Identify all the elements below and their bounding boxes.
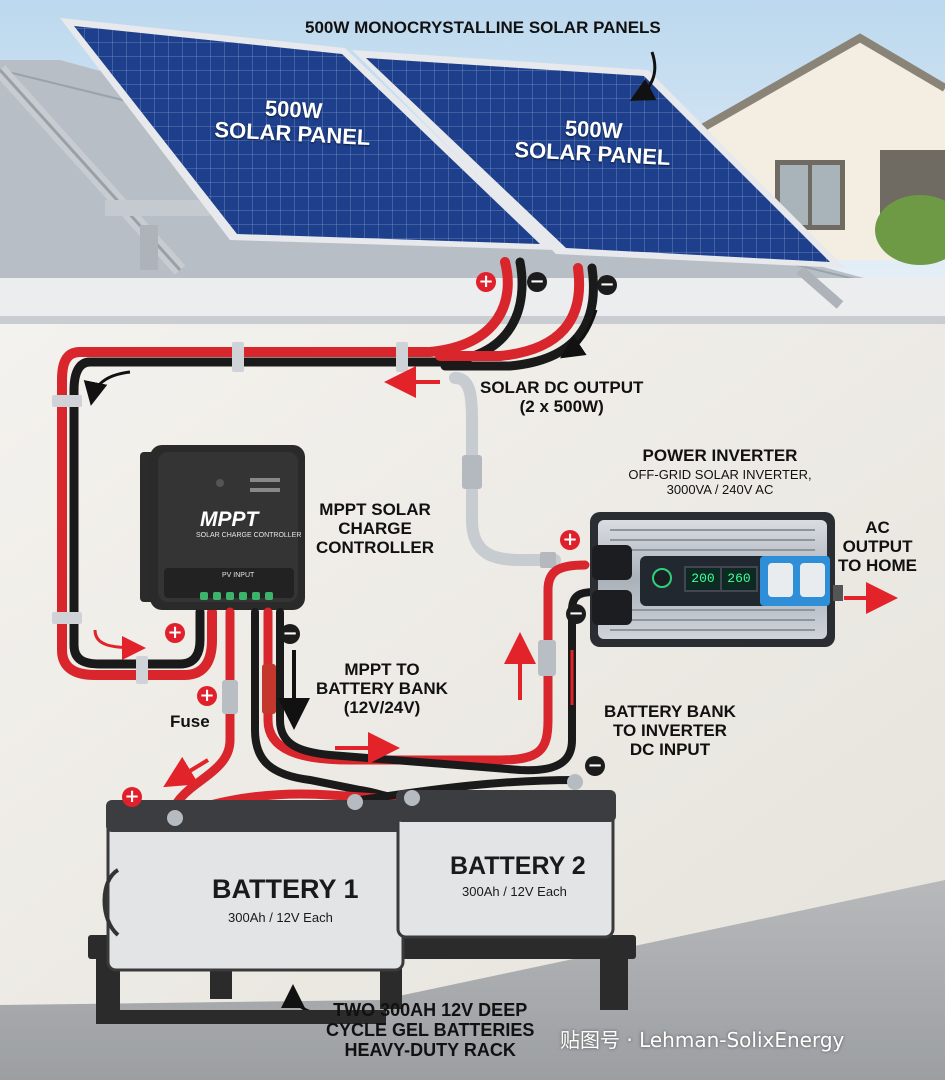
footer-line3: HEAVY-DUTY RACK — [344, 1040, 516, 1061]
mppt-charge-controller — [140, 445, 305, 610]
controller-label-line1: MPPT SOLAR — [319, 500, 431, 519]
mppt-to-battery-label: MPPT TO BATTERY BANK (12V/24V) — [316, 660, 448, 717]
mppt-to-battery-line2: BATTERY BANK — [316, 679, 448, 699]
footer-line2: CYCLE GEL BATTERIES — [326, 1020, 535, 1041]
battery-2-name: BATTERY 2 — [450, 852, 586, 880]
conduit-pipe — [449, 372, 561, 566]
battery-2-spec: 300Ah / 12V Each — [462, 884, 567, 899]
mppt-to-battery-line3: (12V/24V) — [343, 698, 421, 718]
inverter-label: POWER INVERTER OFF-GRID SOLAR INVERTER, … — [610, 446, 830, 497]
inverter-positive-marker: + — [560, 530, 580, 550]
fuse-positive-marker: + — [197, 686, 217, 706]
inverter-negative-marker: − — [566, 604, 586, 624]
panel-mount-rails — [0, 65, 844, 309]
solar-panel-2 — [352, 50, 845, 268]
ac-output-line3: TO HOME — [838, 556, 918, 576]
battery-to-inverter-line3: DC INPUT — [629, 740, 711, 760]
solar-dc-output-label: SOLAR DC OUTPUT (2 x 500W) — [480, 378, 643, 416]
panel-2-negative-marker: − — [597, 275, 617, 295]
inverter-display-1: 200 — [684, 566, 722, 592]
battery-to-inverter-line2: TO INVERTER — [612, 721, 727, 741]
fuse-label: Fuse — [170, 712, 210, 731]
controller-label: MPPT SOLAR CHARGE CONTROLLER — [316, 500, 434, 557]
battery-to-inverter-line1: BATTERY BANK — [604, 702, 736, 721]
solar-panel-1-label: 500W SOLAR PANEL — [214, 94, 372, 150]
controller-label-line3: CONTROLLER — [316, 538, 435, 558]
panel-wires — [57, 257, 598, 680]
controller-brand: MPPT — [200, 508, 259, 531]
footer-label: TWO 300AH 12V DEEP CYCLE GEL BATTERIES H… — [326, 1000, 534, 1060]
solar-panel-1 — [60, 18, 555, 250]
header-title: 500W MONOCRYSTALLINE SOLAR PANELS — [305, 18, 661, 37]
battery-positive-marker: + — [122, 787, 142, 807]
controller-negative-marker: − — [280, 624, 300, 644]
battery-1-spec: 300Ah / 12V Each — [228, 910, 333, 925]
solar-dc-output-detail: (2 x 500W) — [519, 397, 604, 417]
ac-output-label: AC OUTPUT TO HOME — [838, 518, 917, 575]
panel-negative-marker: − — [527, 272, 547, 292]
watermark: 贴图号 · Lehman-SolixEnergy — [560, 1028, 845, 1052]
panel-positive-marker: + — [476, 272, 496, 292]
ac-output-line2: OUTPUT — [842, 537, 913, 557]
battery-to-inverter-label: BATTERY BANK TO INVERTER DC INPUT — [604, 702, 736, 759]
controller-positive-marker: + — [165, 623, 185, 643]
mppt-to-battery-line1: MPPT TO — [344, 660, 420, 679]
battery-1 — [102, 794, 406, 972]
battery-negative-marker: − — [585, 756, 605, 776]
inverter-rating: 3000VA / 240V AC — [666, 481, 774, 497]
solar-panel-2-label: 500W SOLAR PANEL — [514, 114, 672, 170]
controller-device-subtitle: SOLAR CHARGE CONTROLLER — [196, 532, 302, 539]
controller-label-line2: CHARGE — [338, 519, 412, 539]
controller-pv-input-label: PV INPUT — [222, 572, 255, 579]
inverter-display-2: 260 — [720, 566, 758, 592]
footer-line1: TWO 300AH 12V DEEP — [333, 1000, 528, 1020]
battery-2 — [396, 774, 616, 939]
battery-1-name: BATTERY 1 — [212, 874, 359, 904]
inverter-title: POWER INVERTER — [642, 446, 798, 465]
solar-dc-output-title: SOLAR DC OUTPUT — [480, 378, 644, 397]
inverter-subtitle: OFF-GRID SOLAR INVERTER, — [628, 467, 812, 483]
ac-output-line1: AC — [865, 518, 890, 537]
